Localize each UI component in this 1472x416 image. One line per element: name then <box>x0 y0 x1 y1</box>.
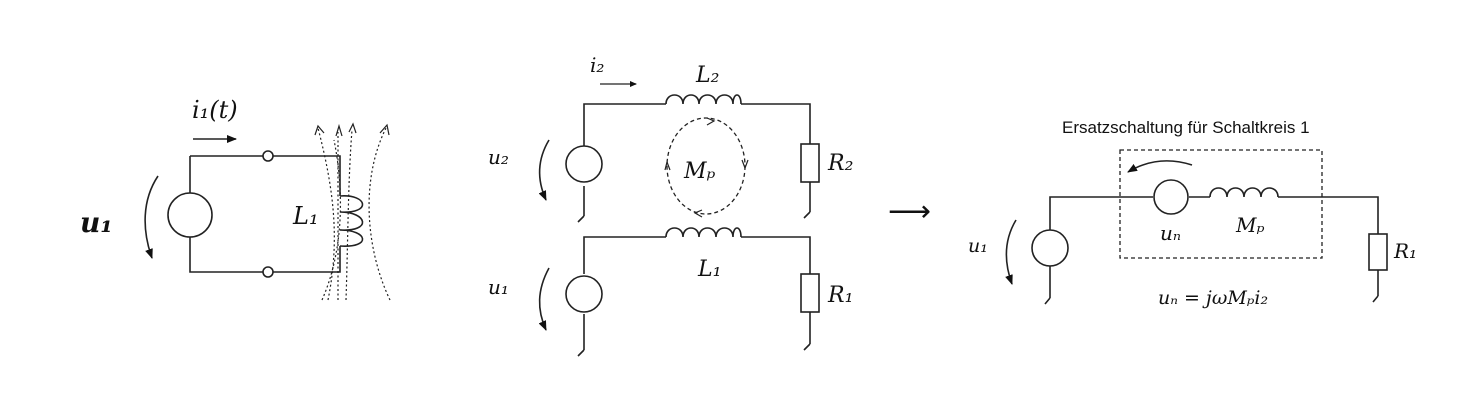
voltage-arrow-left <box>144 175 159 259</box>
voltage-source-u2 <box>565 145 603 183</box>
resistor-R1-right <box>1368 233 1388 271</box>
label-Mp-right: Mₚ <box>1235 213 1264 237</box>
left-circuit-wires <box>189 155 341 273</box>
bottom-circuit-wires <box>583 236 811 350</box>
label-u1-right: u₁ <box>968 235 988 257</box>
resistor-R1-mid <box>800 273 820 313</box>
transform-arrow: ⟶ <box>888 195 931 228</box>
bottom-ground-ticks <box>577 343 811 357</box>
label-R2: R₂ <box>827 151 853 176</box>
label-L2: L₂ <box>695 63 719 88</box>
label-u1-left: u₁ <box>80 206 113 239</box>
top-ground-ticks <box>577 211 811 223</box>
voltage-source-u1-mid <box>565 275 603 313</box>
inductor-L2 <box>665 94 742 105</box>
single-coil-circuit: u₁ i₁(t) L₁ <box>80 96 391 301</box>
top-circuit-wires <box>583 103 811 216</box>
equivalent-dashed-box <box>1119 149 1323 259</box>
resistor-R2 <box>800 143 820 183</box>
equivalent-circuit-title: Ersatzschaltung für Schaltkreis 1 <box>1062 118 1310 137</box>
voltage-source-left <box>167 192 213 238</box>
label-u2: u₂ <box>488 145 509 169</box>
equivalent-circuit: Ersatzschaltung für Schaltkreis 1 u₁ uₙ … <box>968 118 1417 309</box>
voltage-arrow-u1-mid <box>538 267 550 331</box>
equivalent-wires <box>1049 196 1379 298</box>
voltage-arrow-u1-right <box>1005 219 1017 285</box>
label-R1-right: R₁ <box>1393 239 1417 263</box>
voltage-arrow-u2 <box>538 139 550 201</box>
inductor-L1-mid <box>665 227 742 238</box>
terminal-bottom <box>262 266 274 278</box>
equivalent-ground-ticks <box>1044 295 1379 305</box>
magnetic-field-lines <box>314 122 391 301</box>
inductor-Mp-right <box>1209 187 1279 198</box>
label-i1t: i₁(t) <box>192 96 238 124</box>
label-L1-mid: L₁ <box>697 257 721 282</box>
label-un: uₙ <box>1160 221 1181 245</box>
voltage-source-u1-right <box>1031 229 1069 267</box>
coupled-circuits: i₂ L₂ u₂ Mₚ R₂ u₁ L₁ R₁ <box>488 53 853 357</box>
equation-un: uₙ = jωMₚi₂ <box>1158 287 1268 309</box>
label-u1-mid: u₁ <box>488 275 509 299</box>
induced-voltage-source-un <box>1153 179 1189 215</box>
label-R1-mid: R₁ <box>827 283 853 308</box>
label-L1-left: L₁ <box>292 202 319 230</box>
label-i2: i₂ <box>590 53 604 77</box>
induced-voltage-arrow <box>1127 160 1193 173</box>
mutual-flux-loop <box>666 117 746 215</box>
inductor-coil-left <box>339 195 364 247</box>
terminal-top <box>262 150 274 162</box>
label-Mp-mid: Mₚ <box>683 159 716 184</box>
